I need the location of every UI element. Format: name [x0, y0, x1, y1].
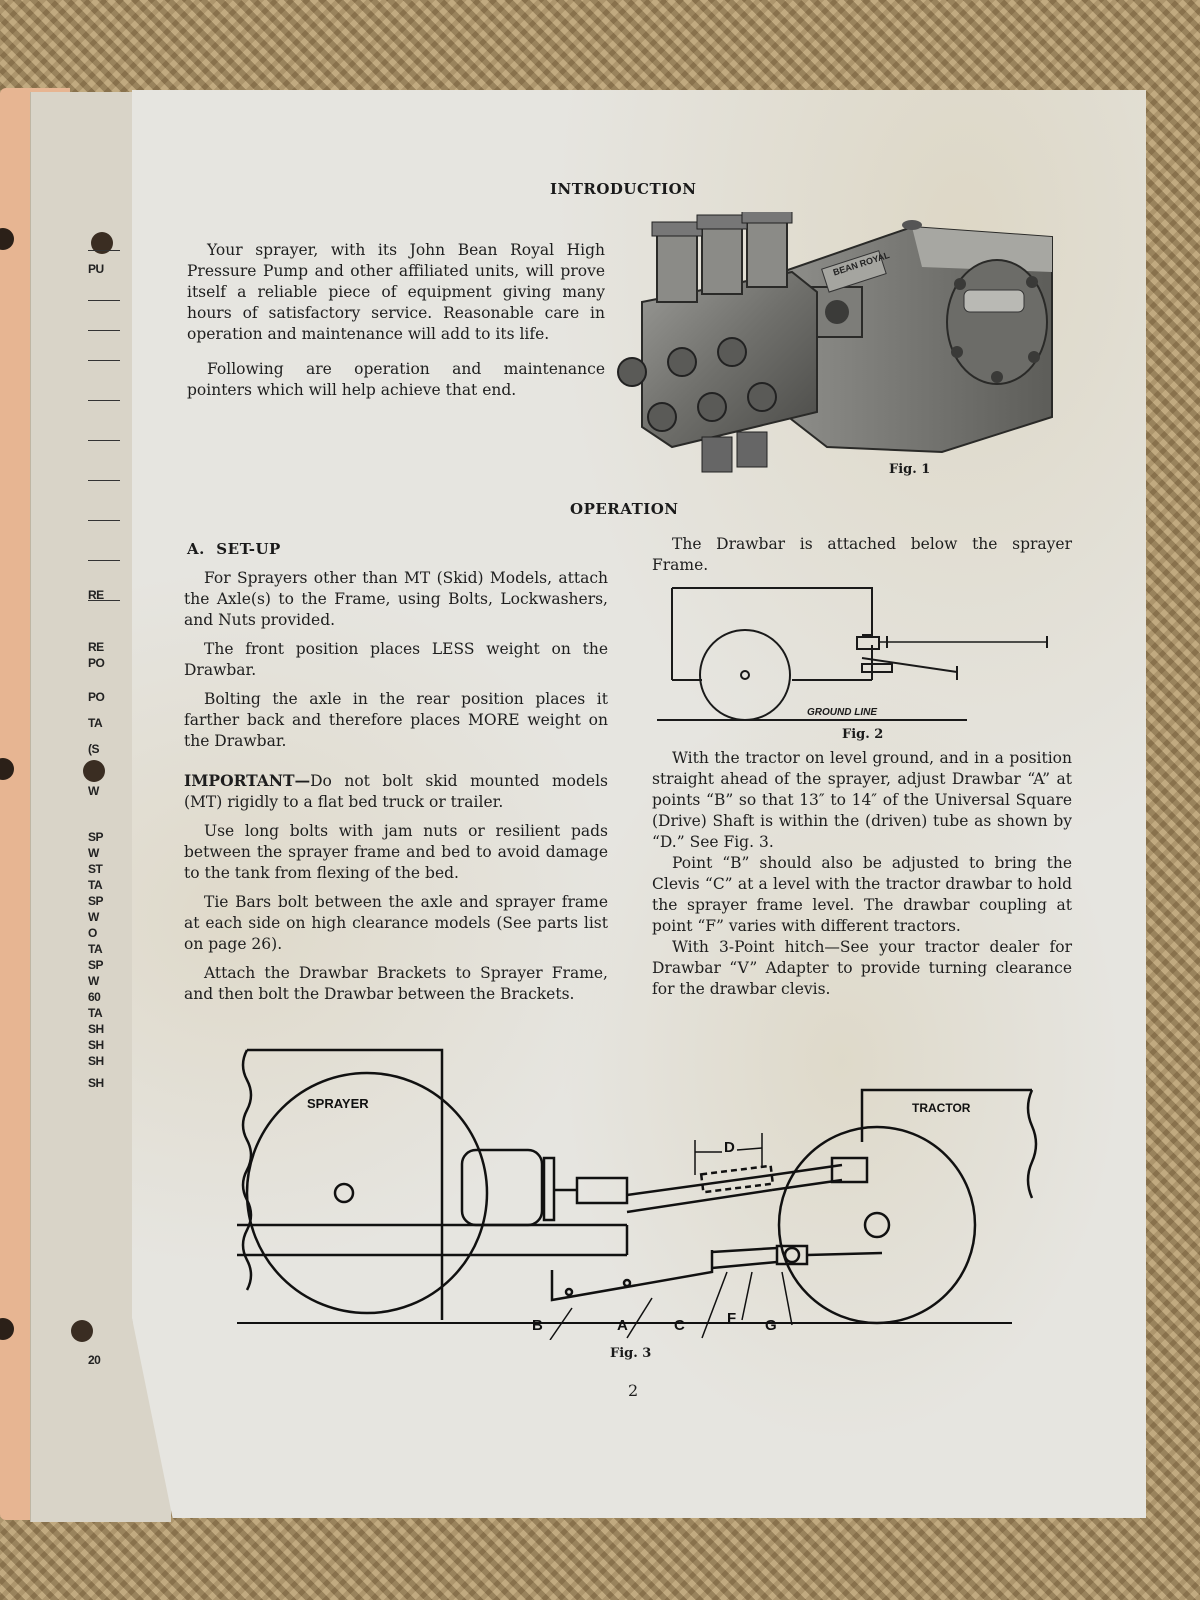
underlying-page-fragment: PO [88, 656, 105, 670]
manual-page: INTRODUCTION Your sprayer, with its John… [132, 90, 1146, 1518]
fig3-sprayer-label: SPRAYER [307, 1096, 369, 1111]
important-paragraph: IMPORTANT—Do not bolt skid mounted model… [184, 770, 608, 813]
fig3-label-c: C [674, 1317, 685, 1334]
drawbar-bracket [856, 636, 880, 650]
underlying-page-fragment: 60 [88, 990, 101, 1004]
tractor-drawbar [806, 1251, 883, 1257]
fig2-ground-label: GROUND LINE [807, 707, 877, 718]
drawbar-paragraph-1: The Drawbar is attached below the spraye… [652, 535, 1072, 574]
underlying-page-rule [88, 250, 120, 251]
fig3-tractor-label: TRACTOR [912, 1101, 971, 1115]
setup-paragraph-5: Tie Bars bolt between the axle and spray… [184, 893, 608, 953]
drawbar-paragraph-3: Point “B” should also be adjusted to bri… [652, 854, 1072, 935]
sprayer-wheel [699, 629, 791, 721]
fig3-hitch-diagram: SPRAYER TRACTOR D B A C F G [237, 1048, 1038, 1340]
underlying-page-rule [88, 440, 120, 441]
underlying-page-rule [88, 560, 120, 561]
binder-hole [91, 232, 113, 254]
underlying-page-fragment: ST [88, 862, 103, 876]
underlying-page-rule [88, 600, 120, 601]
introduction-text: Your sprayer, with its John Bean Royal H… [187, 240, 605, 409]
fig3-caption: Fig. 3 [610, 1346, 652, 1361]
sprayer-body-outline [672, 587, 873, 636]
fig3-label-a: A [617, 1317, 628, 1334]
fig3-label-g: G [765, 1317, 777, 1334]
sprayer-wheel [245, 1071, 489, 1315]
introduction-heading: INTRODUCTION [550, 180, 697, 198]
tractor-wheel [777, 1125, 977, 1325]
binder-hole [0, 1318, 14, 1340]
underlying-page-fragment: SP [88, 830, 104, 844]
fig1-caption: Fig. 1 [889, 462, 931, 477]
fig3-label-d: D [724, 1139, 735, 1156]
underlying-page-fragment: SH [88, 1054, 104, 1068]
underlying-page-rule [88, 300, 120, 301]
underlying-page-rule [88, 480, 120, 481]
drive-shaft [626, 1173, 773, 1197]
underlying-page-fragment: SH [88, 1076, 104, 1090]
drawbar-a [550, 1250, 714, 1302]
underlying-page-fragment: W [88, 974, 99, 988]
underlying-page-rule [88, 360, 120, 361]
important-text: Do not bolt skid mounted models (MT) rig… [184, 772, 608, 811]
underlying-page-fragment: TA [88, 716, 103, 730]
underlying-page-rule [88, 400, 120, 401]
setup-paragraph-6: Attach the Drawbar Brackets to Sprayer F… [184, 964, 608, 1003]
underlying-page-fragment: SH [88, 1022, 104, 1036]
fig3-label-b: B [532, 1317, 543, 1334]
fig2-caption: Fig. 2 [842, 727, 884, 742]
drawbar-paragraph-4: With 3-Point hitch—See your tractor deal… [652, 938, 1072, 998]
pump-housing [460, 1148, 544, 1227]
setup-paragraph-3: Bolting the axle in the rear position pl… [184, 690, 608, 750]
binder-hole [83, 760, 105, 782]
binder-hole [71, 1320, 93, 1342]
setup-paragraph-1: For Sprayers other than MT (Skid) Models… [184, 569, 608, 629]
underlying-page-rule [88, 330, 120, 331]
important-label: IMPORTANT— [184, 771, 311, 790]
underlying-page-fragment: SH [88, 1038, 104, 1052]
underlying-page-fragment: RE [88, 588, 104, 602]
fig3-label-f: F [727, 1310, 736, 1327]
sprayer-tank-outline [247, 1048, 444, 1320]
underlying-page-fragment: TA [88, 1006, 103, 1020]
underlying-page-fragment: TA [88, 878, 103, 892]
introduction-paragraph-1: Your sprayer, with its John Bean Royal H… [187, 241, 605, 343]
underlying-page-fragment: TA [88, 942, 103, 956]
binder-hole [0, 228, 14, 250]
underlying-page-fragment: W [88, 846, 99, 860]
fig2-drawbar-diagram: GROUND LINE [657, 587, 1048, 721]
underlying-page-fragment: RE [88, 640, 104, 654]
drawbar-intro: The Drawbar is attached below the spraye… [652, 534, 1072, 584]
underlying-page-fragment: SP [88, 894, 104, 908]
setup-paragraph-2: The front position places LESS weight on… [184, 640, 608, 679]
tractor-body-outline [860, 1088, 1032, 1142]
underlying-page-fragment: SP [88, 958, 104, 972]
pump-cylinder-head [617, 212, 818, 473]
drawbar-adjustment-text: With the tractor on level ground, and in… [652, 748, 1072, 1008]
operation-heading: OPERATION [570, 500, 679, 518]
underlying-page-fragment: PO [88, 690, 105, 704]
setup-column: For Sprayers other than MT (Skid) Models… [184, 568, 608, 1013]
underlying-page-rule [88, 520, 120, 521]
page-number: 2 [628, 1381, 639, 1400]
drawbar-paragraph-2: With the tractor on level ground, and in… [652, 749, 1072, 851]
binder-hole [0, 758, 14, 780]
underlying-page-fragment: (S [88, 742, 100, 756]
setup-heading: A. SET-UP [187, 540, 281, 558]
underlying-page-fragment: O [88, 926, 97, 940]
underlying-page-fragment: PU [88, 262, 104, 276]
introduction-paragraph-2: Following are operation and maintenance … [187, 360, 605, 399]
underlying-page-fragment: W [88, 910, 99, 924]
pump-crankcase [781, 220, 1053, 454]
pump-illustration: BEAN ROYAL [617, 212, 1053, 473]
setup-paragraph-4: Use long bolts with jam nuts or resilien… [184, 822, 608, 882]
underlying-page-fragment: W [88, 784, 99, 798]
underlying-page-fragment: 20 [88, 1353, 101, 1367]
